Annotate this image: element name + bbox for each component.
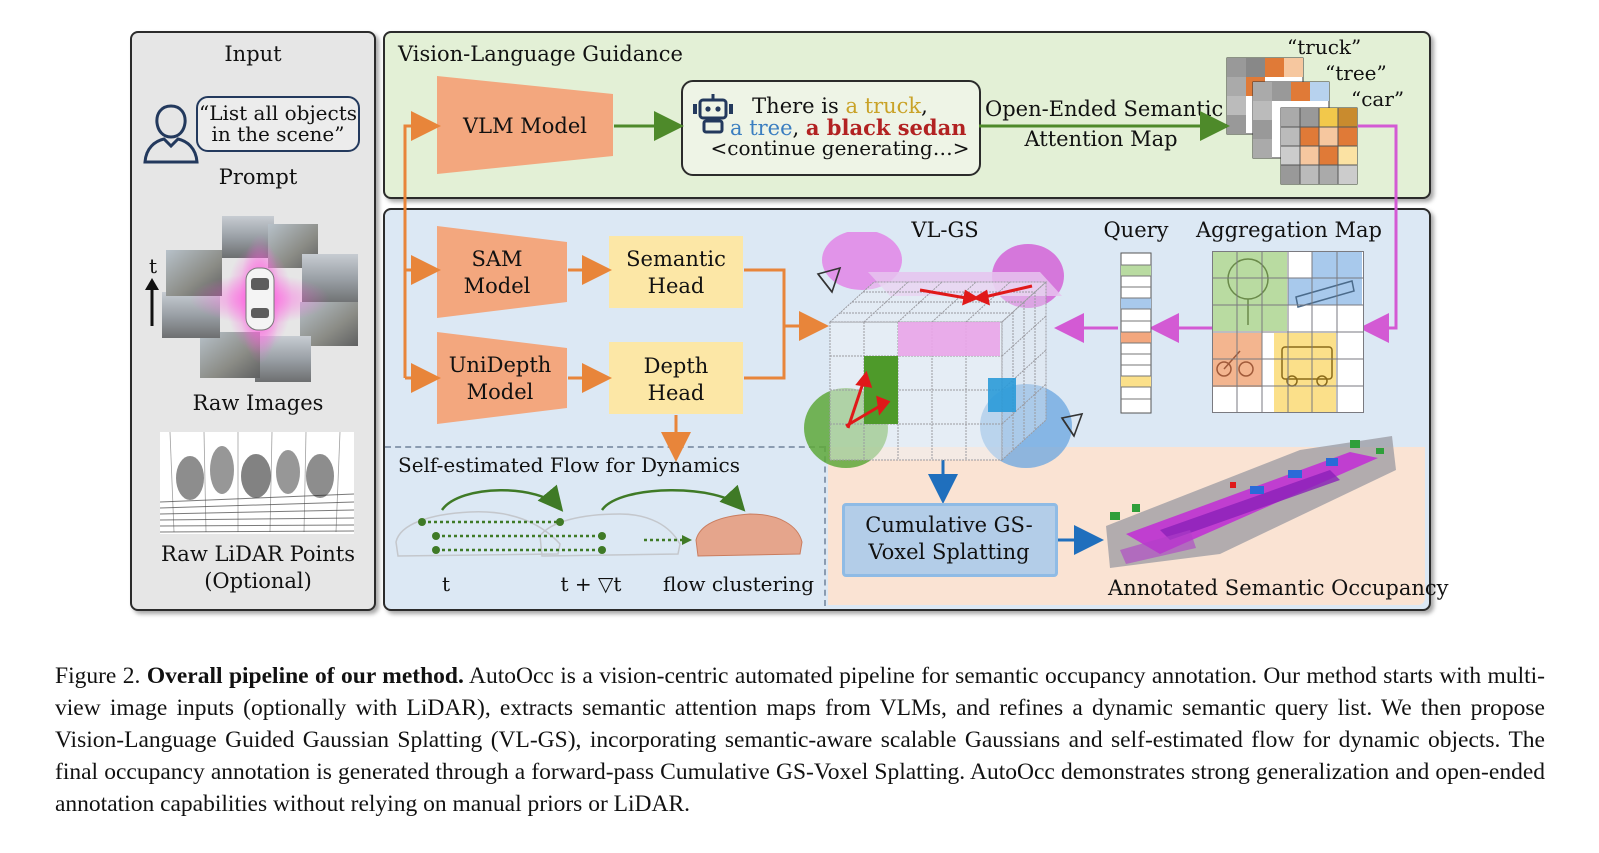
output-prefix: There is <box>752 94 846 118</box>
output-comma: , <box>921 94 928 118</box>
input-to-vlm-arrow <box>403 111 441 378</box>
output-tree: a tree <box>730 116 793 140</box>
query-title: Query <box>1103 218 1169 242</box>
voxel-grid <box>828 280 1048 462</box>
robot-icon <box>693 94 733 134</box>
raw-images-collage <box>162 216 358 382</box>
flow-label-t: t <box>441 572 451 596</box>
output-truck: a truck <box>845 94 922 118</box>
vlm-output-line3: <continue generating…> <box>710 136 970 160</box>
car-point-cloud-cluster <box>695 513 803 557</box>
splat-line1: Cumulative GS- <box>865 513 1033 537</box>
lidar-label-line1: Raw LiDAR Points <box>161 542 355 566</box>
map-label-car: “car” <box>1351 87 1405 111</box>
attention-map-label-line1: Open-Ended Semantic <box>985 97 1224 121</box>
occupancy-label: Annotated Semantic Occupancy <box>1108 576 1449 600</box>
pink-voxels <box>898 322 1000 356</box>
depth-head-line1: Depth <box>643 354 709 378</box>
output-sedan: a black sedan <box>805 115 967 140</box>
prompt-text-line1: “List all objects <box>198 101 358 125</box>
aggregation-map <box>1212 251 1364 413</box>
vl-guidance-title: Vision-Language Guidance <box>398 42 683 66</box>
unidepth-model-block <box>437 332 567 424</box>
map-label-tree: “tree” <box>1325 61 1387 85</box>
unidepth-model-line2: Model <box>466 380 534 404</box>
splat-box <box>842 503 1058 577</box>
flow-illustration <box>395 484 803 557</box>
map-to-aggregation-arrow <box>1358 124 1398 343</box>
caption-prefix: Figure 2. <box>55 663 147 689</box>
lidar-points-image <box>160 432 354 534</box>
query-list <box>1120 252 1152 414</box>
vlm-model-block <box>437 76 613 174</box>
semantic-occupancy-pointcloud <box>1106 436 1396 568</box>
flow-title: Self-estimated Flow for Dynamics <box>398 453 740 477</box>
connector-arrows <box>403 111 1398 555</box>
vlm-output-line2: a tree, a black sedan <box>730 115 966 140</box>
map-label-truck: “truck” <box>1287 35 1362 59</box>
person-icon <box>143 104 199 164</box>
time-arrow-icon <box>145 278 159 326</box>
sam-model-line2: Model <box>463 274 531 298</box>
figure-caption: Figure 2. Overall pipeline of our method… <box>55 660 1545 820</box>
raw-images-label: Raw Images <box>192 391 324 415</box>
vlm-output-box <box>681 80 981 176</box>
caption-body: AutoOcc is a vision-centric automated pi… <box>55 663 1545 817</box>
vlm-output-line1: There is a truck, <box>740 94 940 118</box>
semantic-to-vlgs-arrow <box>744 268 829 341</box>
depth-head-line2: Head <box>647 381 705 405</box>
semantic-head-line1: Semantic <box>626 247 726 271</box>
attention-map-car <box>1280 107 1358 185</box>
caption-bold: Overall pipeline of our method. <box>146 663 464 689</box>
semantic-head-block <box>609 236 743 308</box>
lidar-label-line2: (Optional) <box>204 569 312 593</box>
vlm-model-label: VLM Model <box>462 114 588 138</box>
depth-to-vlgs-arrow <box>744 326 786 380</box>
flow-region-divider <box>385 446 825 448</box>
splat-line2: Voxel Splatting <box>868 540 1030 564</box>
flow-label-cluster: flow clustering <box>663 572 815 596</box>
camera-icons <box>816 266 1084 438</box>
semantic-head-line2: Head <box>647 274 705 298</box>
car-point-cloud-t <box>395 511 681 557</box>
flow-label-t2: t + ▽t <box>560 572 622 596</box>
vlgs-title: VL-GS <box>911 218 979 242</box>
aggregation-title: Aggregation Map <box>1196 218 1382 242</box>
prompt-bubble <box>196 96 360 152</box>
sam-model-block <box>437 226 567 318</box>
flow-region-divider-vertical <box>824 446 826 606</box>
attention-maps-stack <box>1226 57 1358 185</box>
prompt-text-line2: in the scene” <box>211 122 345 146</box>
vlgs-voxel-cube <box>804 232 1084 468</box>
attention-map-label-line2: Attention Map <box>1024 127 1178 151</box>
input-title: Input <box>224 42 282 66</box>
blue-voxels <box>988 378 1016 412</box>
flow-vectors <box>845 284 1033 429</box>
output-comma2: , <box>792 116 806 140</box>
time-axis-label: t <box>148 254 158 278</box>
depth-head-block <box>609 342 743 414</box>
prompt-label: Prompt <box>218 165 298 189</box>
sam-model-line1: SAM <box>471 247 523 271</box>
unidepth-model-line1: UniDepth <box>448 353 552 377</box>
